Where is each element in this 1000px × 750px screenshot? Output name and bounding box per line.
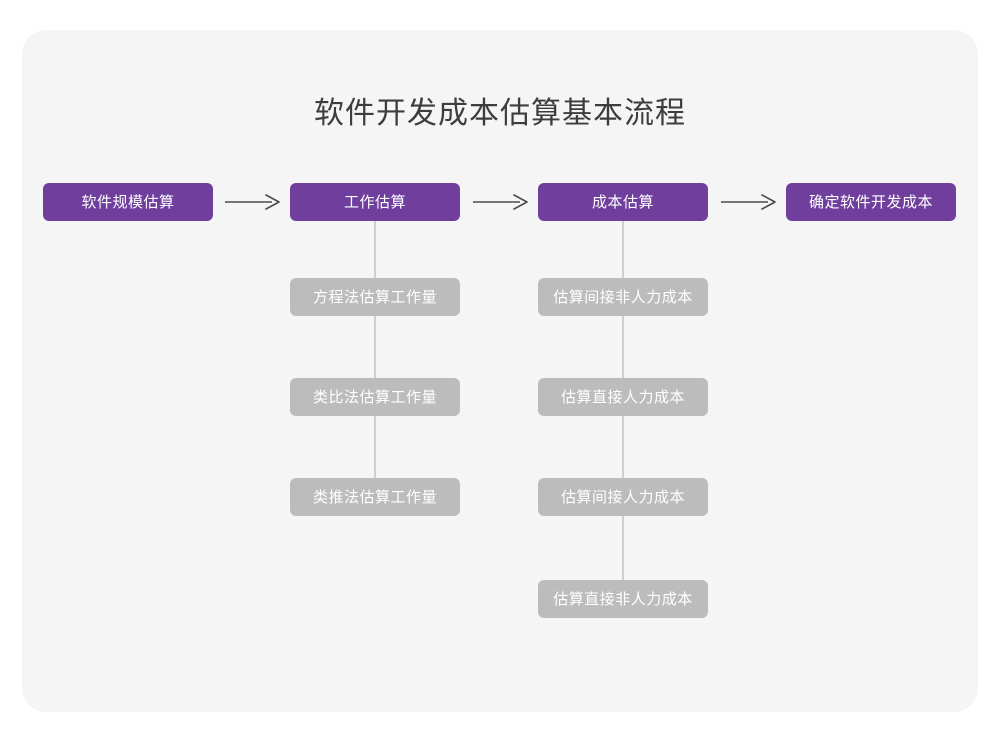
- branch-2-node-4[interactable]: 估算直接非人力成本: [538, 580, 708, 618]
- flow-node-2[interactable]: 工作估算: [290, 183, 460, 221]
- flow-node-3[interactable]: 成本估算: [538, 183, 708, 221]
- branch-connector-1: [374, 221, 376, 511]
- branch-1-node-2[interactable]: 类比法估算工作量: [290, 378, 460, 416]
- diagram-card-background: [22, 30, 978, 712]
- flow-arrow-icon-1: [225, 190, 280, 214]
- flow-node-4[interactable]: 确定软件开发成本: [786, 183, 956, 221]
- branch-connector-2: [622, 221, 624, 613]
- branch-2-node-2[interactable]: 估算直接人力成本: [538, 378, 708, 416]
- flow-node-1[interactable]: 软件规模估算: [43, 183, 213, 221]
- diagram-title: 软件开发成本估算基本流程: [314, 97, 686, 130]
- flow-arrow-icon-3: [721, 190, 776, 214]
- branch-1-node-3[interactable]: 类推法估算工作量: [290, 478, 460, 516]
- flow-arrow-icon-2: [473, 190, 528, 214]
- branch-2-node-3[interactable]: 估算间接人力成本: [538, 478, 708, 516]
- branch-1-node-1[interactable]: 方程法估算工作量: [290, 278, 460, 316]
- branch-2-node-1[interactable]: 估算间接非人力成本: [538, 278, 708, 316]
